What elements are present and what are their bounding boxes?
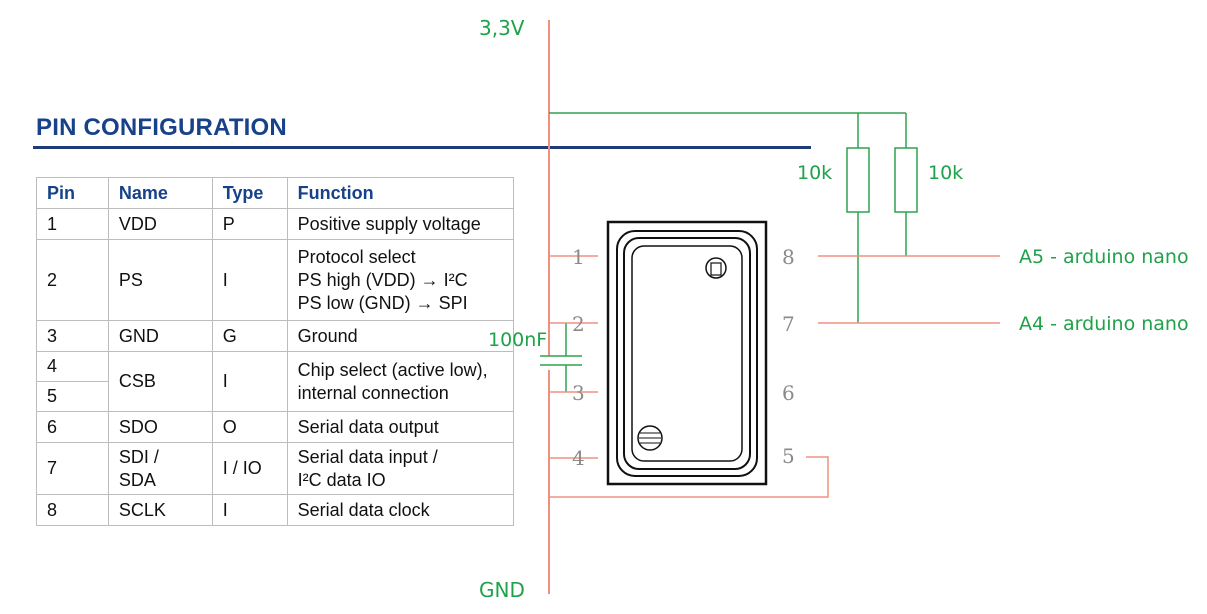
cell-name: SCLK: [107, 494, 213, 526]
heading-underline: [33, 146, 811, 149]
pin-number-6: 6: [782, 381, 795, 405]
pin-number-5: 5: [782, 444, 795, 468]
resistor-r2: [894, 147, 918, 213]
header-function: Function: [286, 177, 515, 209]
cell-pin: 3: [36, 320, 109, 352]
cell-type: I: [211, 494, 288, 526]
function-line: Serial data input /: [297, 446, 438, 467]
cell-type: I / IO: [211, 442, 288, 495]
connection-label-a4: A4 - arduino nano: [1019, 313, 1189, 335]
cell-type: O: [211, 411, 288, 443]
cell-function: Serial data input / I²C data IO: [286, 442, 515, 495]
cell-pin: 1: [36, 208, 109, 240]
cell-function: Protocol select PS high (VDD) → I²C PS l…: [286, 239, 515, 321]
pin-number-3: 3: [572, 381, 585, 405]
pin-number-1: 1: [572, 245, 585, 269]
table-row: 2 PS I Protocol select PS high (VDD) → I…: [36, 239, 515, 321]
function-line: PS high (VDD) → I²C: [297, 269, 468, 290]
ground-label: GND: [479, 578, 525, 602]
cell-pin: 2: [36, 239, 109, 321]
header-pin: Pin: [36, 177, 109, 209]
table-row: 8 SCLK I Serial data clock: [36, 494, 515, 526]
pin-number-2: 2: [572, 312, 585, 336]
section-heading: PIN CONFIGURATION: [36, 114, 287, 141]
capacitor-label: 100nF: [488, 329, 547, 351]
header-type: Type: [211, 177, 288, 209]
function-line: PS low (GND) → SPI: [297, 292, 468, 313]
name-line: SDA: [118, 469, 156, 490]
resistor-label-r1: 10k: [797, 162, 832, 184]
connection-label-a5: A5 - arduino nano: [1019, 246, 1189, 268]
name-line: SDI /: [118, 446, 159, 467]
cell-name: GND: [107, 320, 213, 352]
function-line: I²C data IO: [297, 469, 386, 490]
function-line: Protocol select: [297, 246, 416, 267]
cell-name: PS: [107, 239, 213, 321]
sensor-package: [606, 220, 768, 486]
resistor-r1: [846, 147, 870, 213]
table-row: 4 CSB I Chip select (active low), intern…: [36, 351, 515, 412]
pin-number-4: 4: [572, 446, 585, 470]
cell-name: SDO: [107, 411, 213, 443]
pin5-ground-wire: [549, 456, 829, 498]
function-line: internal connection: [297, 382, 449, 403]
table-row: 6 SDO O Serial data output: [36, 411, 515, 443]
pin-number-8: 8: [782, 245, 795, 269]
table-header-row: Pin Name Type Function: [36, 177, 515, 209]
cell-pin: 6: [36, 411, 109, 443]
cell-pin: 8: [36, 494, 109, 526]
supply-label: 3,3V: [479, 16, 525, 40]
pin-configuration-table: Pin Name Type Function 1 VDD P Positive …: [36, 177, 515, 526]
pin-number-7: 7: [782, 312, 795, 336]
cell-name: VDD: [107, 208, 213, 240]
cell-function: Serial data clock: [286, 494, 515, 526]
function-line: Chip select (active low),: [297, 359, 488, 380]
cell-type: G: [211, 320, 288, 352]
cell-function: Chip select (active low), internal conne…: [286, 351, 515, 412]
resistor-label-r2: 10k: [928, 162, 963, 184]
table-row: 3 GND G Ground: [36, 320, 515, 352]
